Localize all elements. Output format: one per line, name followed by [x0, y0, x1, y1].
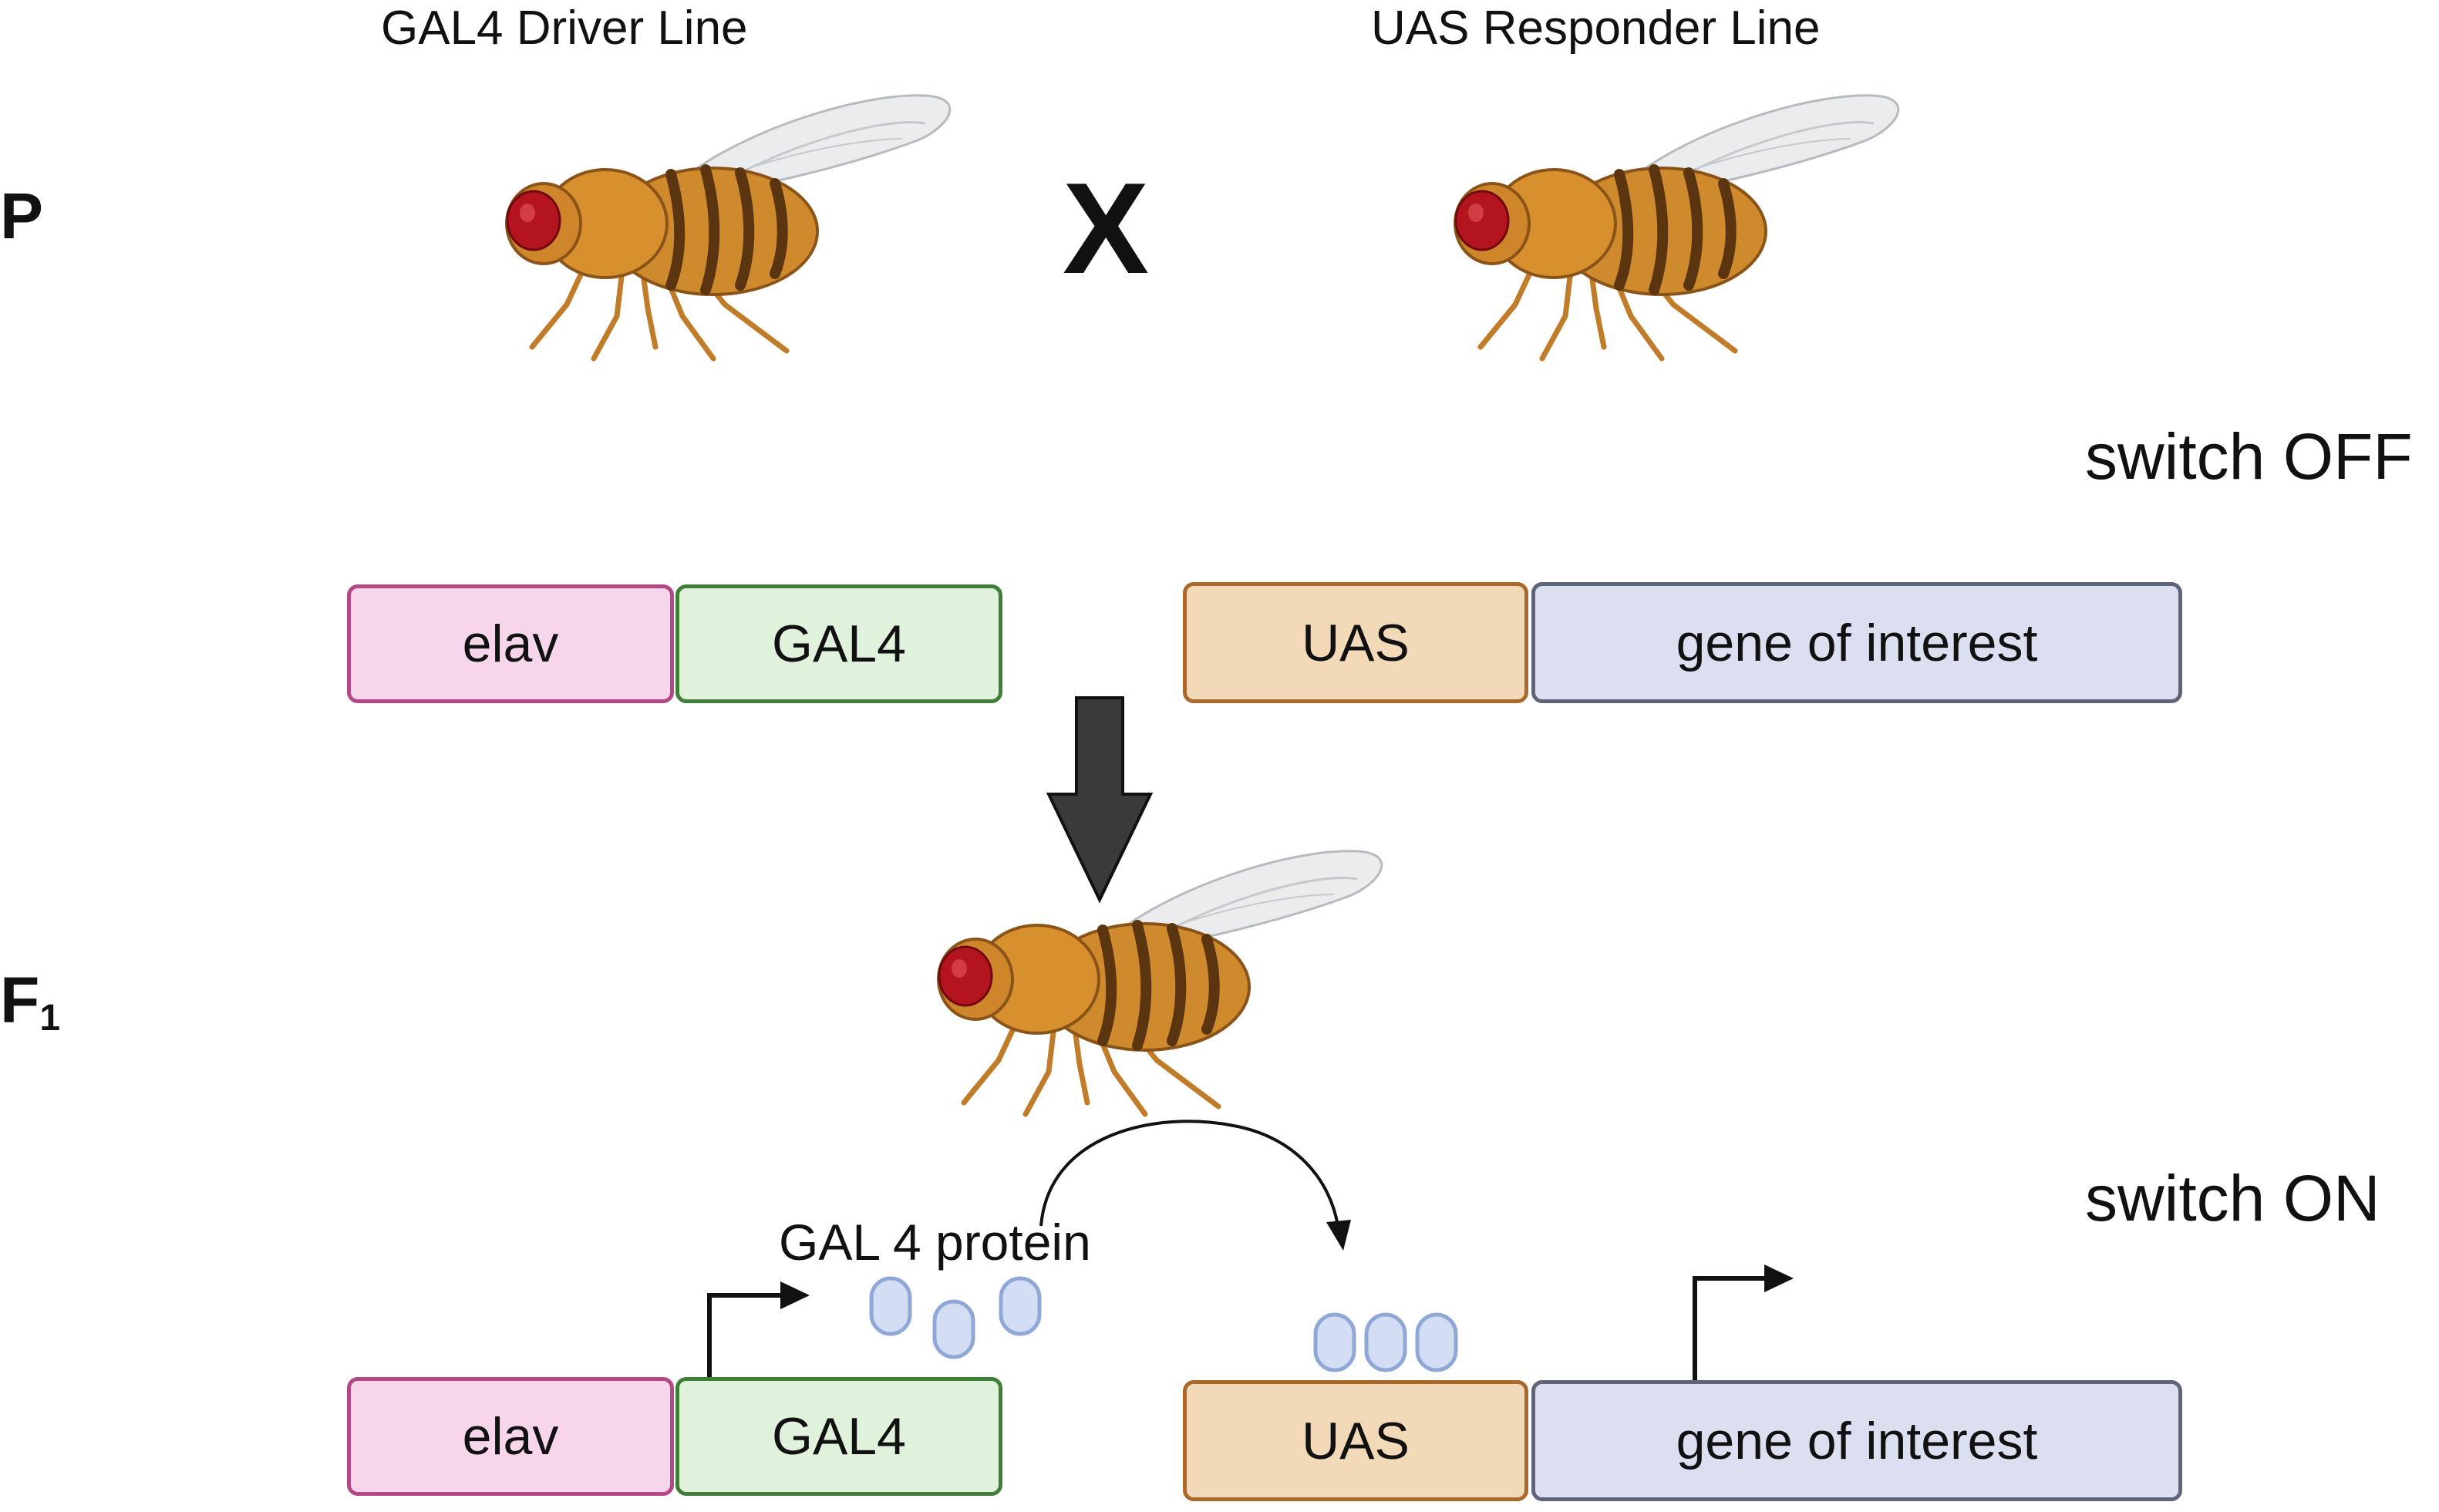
- gal4-protein-label: GAL 4 protein: [779, 1214, 1091, 1271]
- gal4-protein-icon: [999, 1276, 1042, 1336]
- top-uas-segment: UAS: [1183, 582, 1528, 703]
- top-elav-segment: elav: [347, 584, 674, 703]
- gal4-protein-icon: [1313, 1312, 1356, 1372]
- goi-promoter-arrowhead-icon: [1764, 1264, 1794, 1292]
- cross-symbol: X: [1063, 156, 1150, 301]
- bound-gal4-protein-molecules: [1313, 1312, 1458, 1372]
- gal4-protein-molecules: [869, 1276, 1042, 1359]
- driver-fly-icon: [507, 96, 950, 359]
- gal4-protein-icon: [932, 1299, 975, 1359]
- switch-off-label: switch OFF: [2085, 420, 2413, 493]
- bottom-gal4-segment: GAL4: [675, 1377, 1002, 1496]
- bottom-uas-segment: UAS: [1183, 1380, 1528, 1501]
- bottom-gene-of-interest-segment: gene of interest: [1531, 1380, 2182, 1501]
- driver-line-title: GAL4 Driver Line: [381, 2, 748, 55]
- f1-fly-icon: [938, 851, 1382, 1114]
- parental-generation-label: P: [0, 180, 44, 252]
- gal4-protein-icon: [869, 1276, 912, 1336]
- f1-generation-label: F1: [0, 964, 61, 1039]
- down-arrow-icon: [1046, 696, 1154, 904]
- bottom-elav-segment: elav: [347, 1377, 674, 1496]
- responder-line-title: UAS Responder Line: [1371, 2, 1821, 55]
- binding-curve-arrowhead-icon: [1326, 1220, 1351, 1251]
- goi-promoter-arrow-icon: [1693, 1276, 1770, 1380]
- gal4-promoter-arrow-icon: [707, 1293, 787, 1380]
- responder-fly-icon: [1455, 96, 1898, 359]
- top-gal4-segment: GAL4: [675, 584, 1002, 703]
- binding-curve-arrow-icon: [1039, 1120, 1339, 1227]
- gal4-protein-icon: [1364, 1312, 1407, 1372]
- top-gene-of-interest-segment: gene of interest: [1531, 582, 2182, 703]
- switch-on-label: switch ON: [2085, 1162, 2380, 1234]
- gal4-promoter-arrowhead-icon: [780, 1281, 810, 1309]
- gal4-protein-icon: [1415, 1312, 1458, 1372]
